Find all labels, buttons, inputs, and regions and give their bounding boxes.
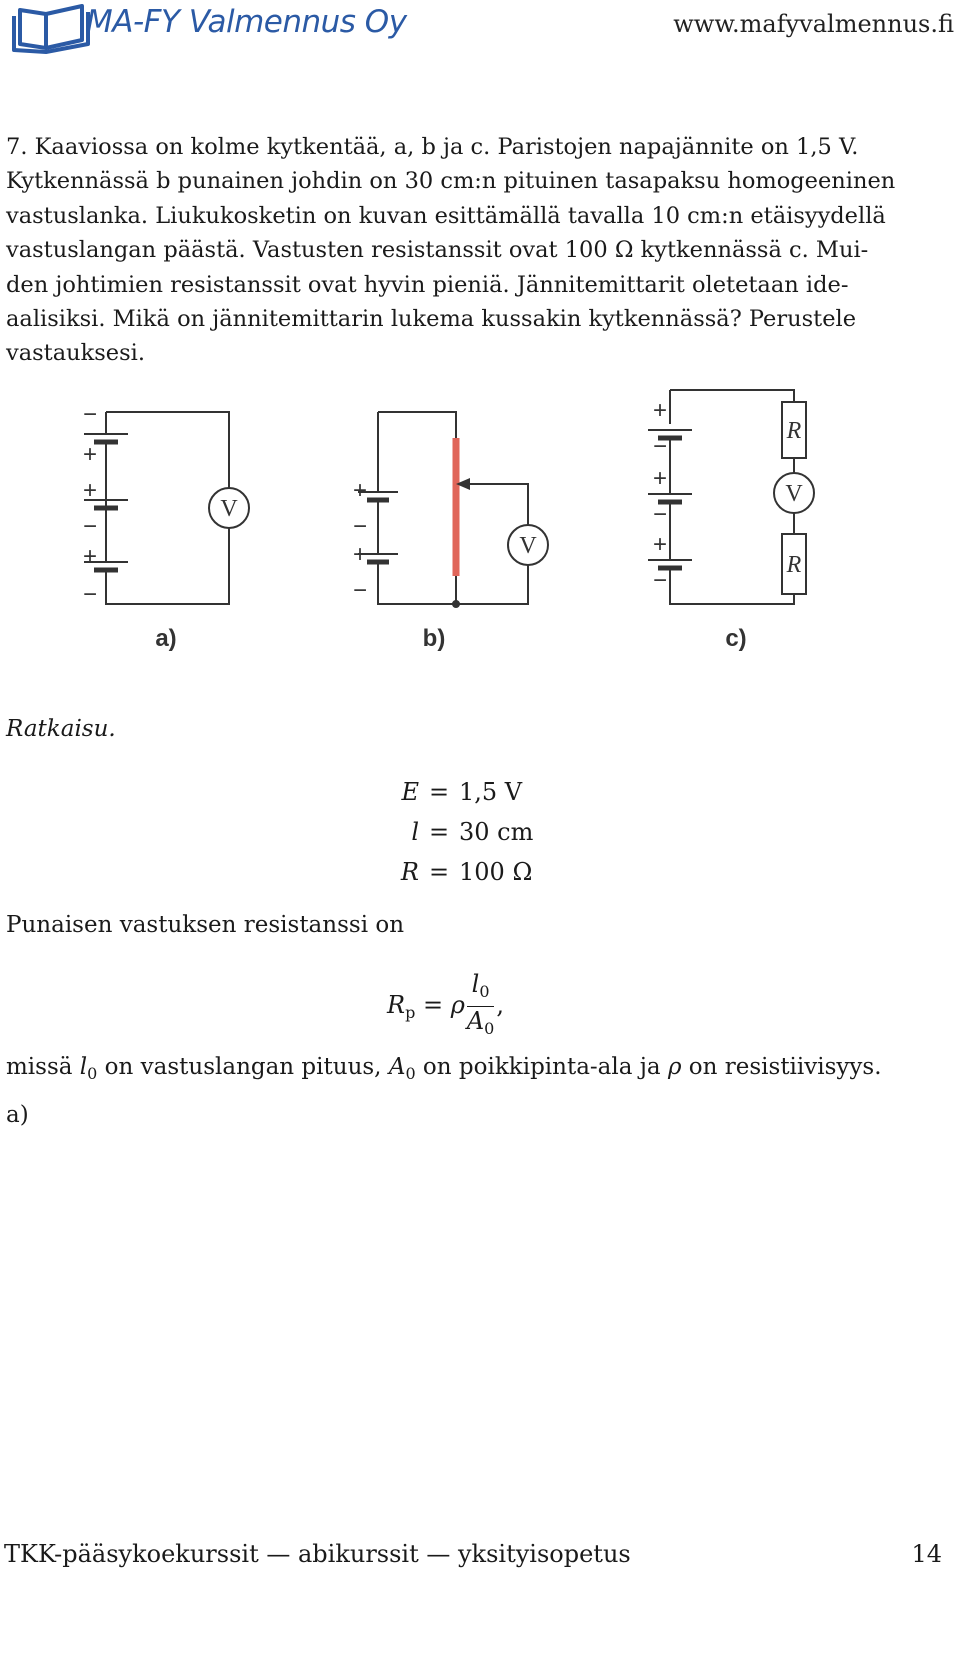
solution-heading: Ratkaisu.: [6, 716, 116, 742]
plus-sign: +: [83, 543, 97, 570]
problem-line: aalisiksi. Mikä on jännitemittarin lukem…: [6, 306, 857, 333]
resistor-label: R: [786, 552, 802, 578]
area-symbol: A: [388, 1054, 406, 1080]
website-url: www.mafyvalmennus.fi: [673, 10, 954, 38]
text-fragment: on resistiivisyys.: [681, 1054, 882, 1080]
problem-line: vastuslangan päästä. Vastusten resistans…: [6, 237, 869, 264]
resistance-intro: Punaisen vastuksen resistanssi on: [6, 912, 405, 938]
problem-line: vastuslanka. Liukukosketin on kuvan esit…: [6, 202, 886, 229]
circuit-a: [84, 411, 250, 605]
numerator-sub: 0: [479, 982, 490, 1001]
slider-arrow-icon: [456, 478, 470, 490]
fraction-numerator: l: [471, 970, 480, 998]
plus-sign: +: [653, 531, 667, 558]
plus-sign: +: [83, 477, 97, 504]
given-row: E = 1,5 V: [385, 772, 533, 812]
plus-sign: +: [653, 397, 667, 424]
problem-line: den johtimien resistanssit ovat hyvin pi…: [6, 271, 849, 298]
problem-statement: 7. Kaaviossa on kolme kytkentää, a, b ja…: [6, 130, 956, 371]
fraction-denominator: A: [466, 1007, 485, 1035]
given-symbol: R: [400, 858, 419, 886]
footer-text: TKK-pääsykoekurssit — abikurssit — yksit…: [4, 1540, 631, 1568]
figure-label-c: c): [725, 625, 746, 652]
resistor-icon: [781, 533, 807, 595]
page-number: 14: [911, 1540, 942, 1568]
minus-sign: −: [83, 401, 97, 428]
given-value: 1,5 V: [459, 778, 523, 806]
resistor-label: R: [786, 418, 802, 444]
minus-sign: −: [653, 567, 667, 594]
open-book-icon: [12, 4, 90, 54]
equals-sign: =: [428, 778, 450, 806]
equals-sign: =: [428, 858, 450, 886]
text-fragment: missä: [6, 1054, 80, 1080]
circuit-diagram: V V V R R − + + − + − + − + − + − + − + …: [83, 389, 815, 652]
given-value: 100 Ω: [459, 858, 533, 886]
length-sub: 0: [87, 1064, 98, 1083]
minus-sign: −: [353, 577, 367, 604]
figure-label-a: a): [155, 625, 176, 652]
company-logo: [12, 4, 90, 54]
circuit-b: [358, 411, 549, 608]
problem-line: Kytkennässä b punainen johdin on 30 cm:n…: [6, 168, 896, 195]
given-row: R = 100 Ω: [385, 852, 533, 892]
rho-symbol: ρ: [667, 1054, 682, 1080]
problem-line: 7. Kaaviossa on kolme kytkentää, a, b ja…: [6, 134, 859, 160]
voltmeter-label: V: [519, 533, 537, 559]
problem-line: vastauksesi.: [6, 340, 146, 367]
text-fragment: on vastuslangan pituus,: [97, 1054, 389, 1080]
plus-sign: +: [353, 541, 367, 568]
plus-sign: +: [653, 465, 667, 492]
denominator-sub: 0: [484, 1019, 495, 1038]
voltmeter-label: V: [220, 496, 238, 522]
part-a-label: a): [6, 1102, 29, 1128]
voltmeter-icon: [208, 487, 250, 529]
rho-symbol: ρ: [450, 991, 465, 1019]
given-row: l = 30 cm: [385, 812, 533, 852]
figure-label-b: b): [423, 625, 446, 652]
length-symbol: l: [79, 1054, 88, 1080]
minus-sign: −: [83, 513, 97, 540]
formula-lhs: R: [387, 991, 406, 1019]
minus-sign: −: [353, 513, 367, 540]
circuit-c: [648, 389, 815, 605]
equals-sign: =: [428, 818, 450, 846]
given-value: 30 cm: [459, 818, 534, 846]
voltmeter-icon: [507, 524, 549, 566]
plus-sign: +: [83, 441, 97, 468]
area-sub: 0: [405, 1064, 416, 1083]
given-values: E = 1,5 V l = 30 cm R = 100 Ω: [385, 772, 533, 892]
text-fragment: on poikkipinta-ala ja: [415, 1054, 668, 1080]
logo-text: MA-FY Valmennus Oy: [86, 4, 407, 40]
voltmeter-label: V: [785, 481, 803, 507]
formula-trail: ,: [496, 991, 504, 1019]
equals-sign: =: [422, 991, 444, 1019]
minus-sign: −: [653, 501, 667, 528]
minus-sign: −: [83, 581, 97, 608]
given-symbol: E: [401, 778, 419, 806]
plus-sign: +: [353, 477, 367, 504]
minus-sign: −: [653, 433, 667, 460]
formula-lhs-sub: p: [405, 1003, 416, 1022]
resistor-icon: [781, 401, 807, 459]
variable-explanation: missä l0 on vastuslangan pituus, A0 on p…: [6, 1054, 882, 1083]
given-symbol: l: [411, 818, 419, 846]
